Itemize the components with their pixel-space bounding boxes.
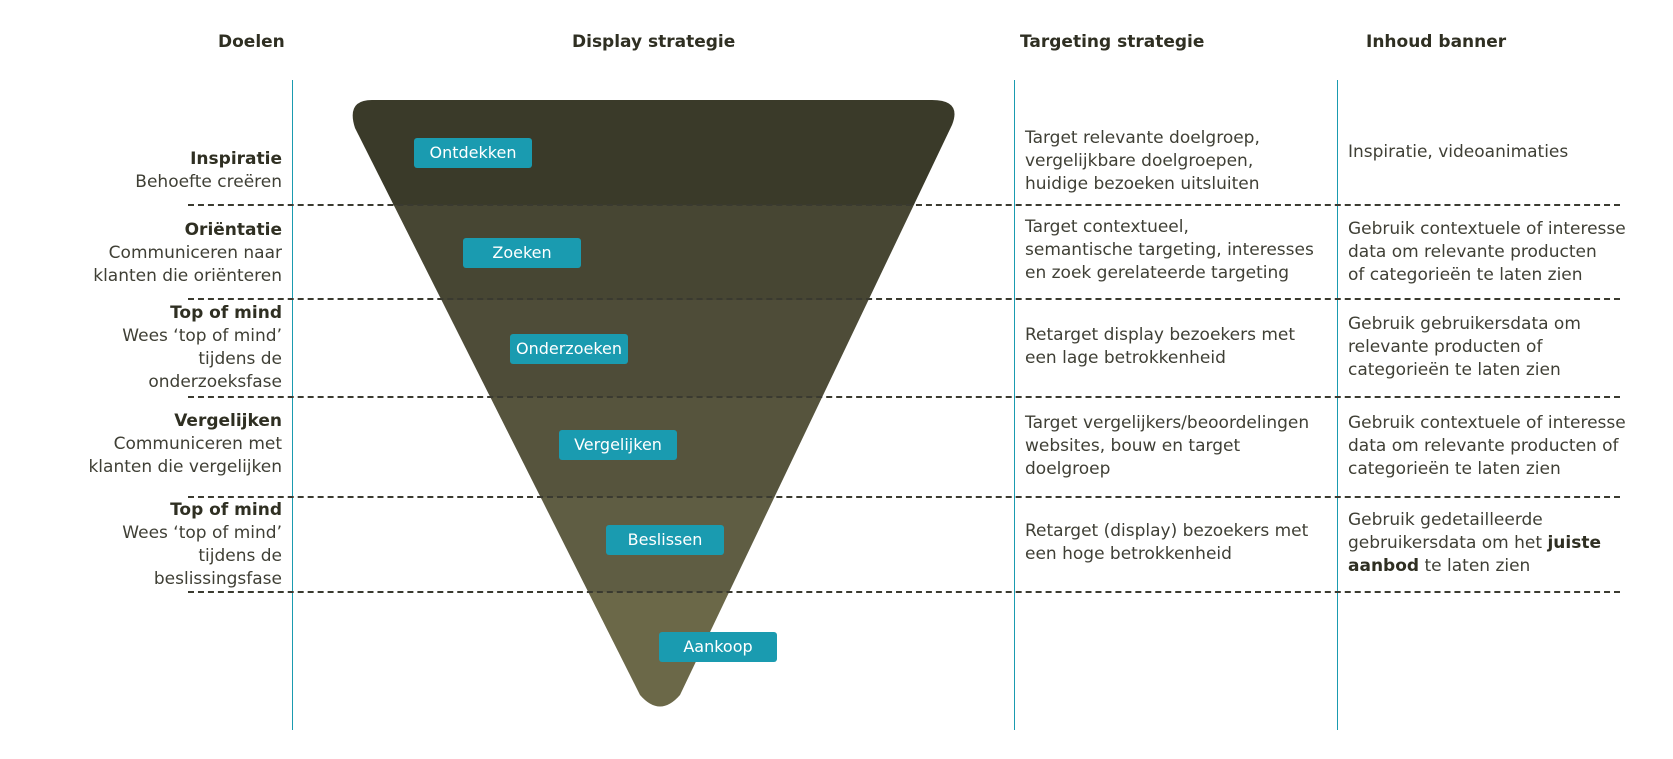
banner-zoeken: Gebruik contextuele of interesse data om… xyxy=(1348,219,1626,285)
stage-divider-3 xyxy=(188,396,1620,398)
column-divider-goals xyxy=(292,80,293,730)
goal-inspiratie: Inspiratie Behoefte creëren xyxy=(135,148,282,194)
banner-text: Gebruik gedetailleerde gebruikersdata om… xyxy=(1348,510,1543,553)
banner-ontdekken: Inspiratie, videoanimaties xyxy=(1348,142,1569,162)
stage-pill-ontdekken: Ontdekken xyxy=(414,138,532,168)
goal-subtitle: Communiceren naar klanten die oriënteren xyxy=(93,243,282,286)
targeting-ontdekken: Target relevante doelgroep, vergelijkbar… xyxy=(1025,128,1260,194)
goal-title: Oriëntatie xyxy=(184,220,282,240)
column-divider-targeting xyxy=(1014,80,1015,730)
banner-vergelijken: Gebruik contextuele of interesse data om… xyxy=(1348,413,1626,479)
funnel-band-aankoop xyxy=(352,592,955,707)
banner-emphasis: juiste aanbod xyxy=(1348,533,1601,576)
banner-text: te laten zien xyxy=(1419,556,1531,576)
stage-pill-zoeken: Zoeken xyxy=(463,238,581,268)
stage-pill-onderzoeken: Onderzoeken xyxy=(510,334,628,364)
stage-divider-4 xyxy=(188,496,1620,498)
targeting-vergelijken: Target vergelijkers/beoordelingen websit… xyxy=(1025,413,1310,479)
funnel-band-zoeken xyxy=(352,205,955,300)
goal-subtitle: Behoefte creëren xyxy=(135,172,282,192)
goal-subtitle: Wees ‘top of mind’ tijdens de onderzoeks… xyxy=(122,326,282,392)
stage-pill-beslissen: Beslissen xyxy=(606,525,724,555)
header-banner-content: Inhoud banner xyxy=(1366,32,1507,52)
goal-top-of-mind-beslissing: Top of mind Wees ‘top of mind’ tijdens d… xyxy=(122,499,282,591)
targeting-onderzoeken: Retarget display bezoekers met een lage … xyxy=(1025,325,1296,368)
stage-divider-5 xyxy=(188,591,1620,593)
banner-beslissen: Gebruik gedetailleerde gebruikersdata om… xyxy=(1348,509,1601,578)
targeting-zoeken: Target contextueel, semantische targetin… xyxy=(1025,217,1314,283)
goal-title: Inspiratie xyxy=(190,149,282,169)
header-goals: Doelen xyxy=(218,32,285,52)
goal-title: Top of mind xyxy=(170,303,282,323)
header-targeting-strategy: Targeting strategie xyxy=(1020,32,1205,52)
goal-orientatie: Oriëntatie Communiceren naar klanten die… xyxy=(93,219,282,288)
banner-onderzoeken: Gebruik gebruikersdata om relevante prod… xyxy=(1348,314,1581,380)
targeting-beslissen: Retarget (display) bezoekers met een hog… xyxy=(1025,521,1309,564)
column-divider-banner xyxy=(1337,80,1338,730)
stage-pill-aankoop: Aankoop xyxy=(659,632,777,662)
stage-pill-vergelijken: Vergelijken xyxy=(559,430,677,460)
goal-subtitle: Wees ‘top of mind’ tijdens de beslissing… xyxy=(122,523,282,589)
goal-vergelijken: Vergelijken Communiceren met klanten die… xyxy=(88,410,282,479)
stage-divider-2 xyxy=(188,298,1620,300)
goal-title: Top of mind xyxy=(170,500,282,520)
stage-divider-1 xyxy=(188,204,1620,206)
goal-top-of-mind-onderzoek: Top of mind Wees ‘top of mind’ tijdens d… xyxy=(122,302,282,394)
funnel-band-onderzoeken xyxy=(352,300,955,397)
goal-subtitle: Communiceren met klanten die vergelijken xyxy=(88,434,282,477)
header-display-strategy: Display strategie xyxy=(572,32,736,52)
goal-title: Vergelijken xyxy=(174,411,282,431)
